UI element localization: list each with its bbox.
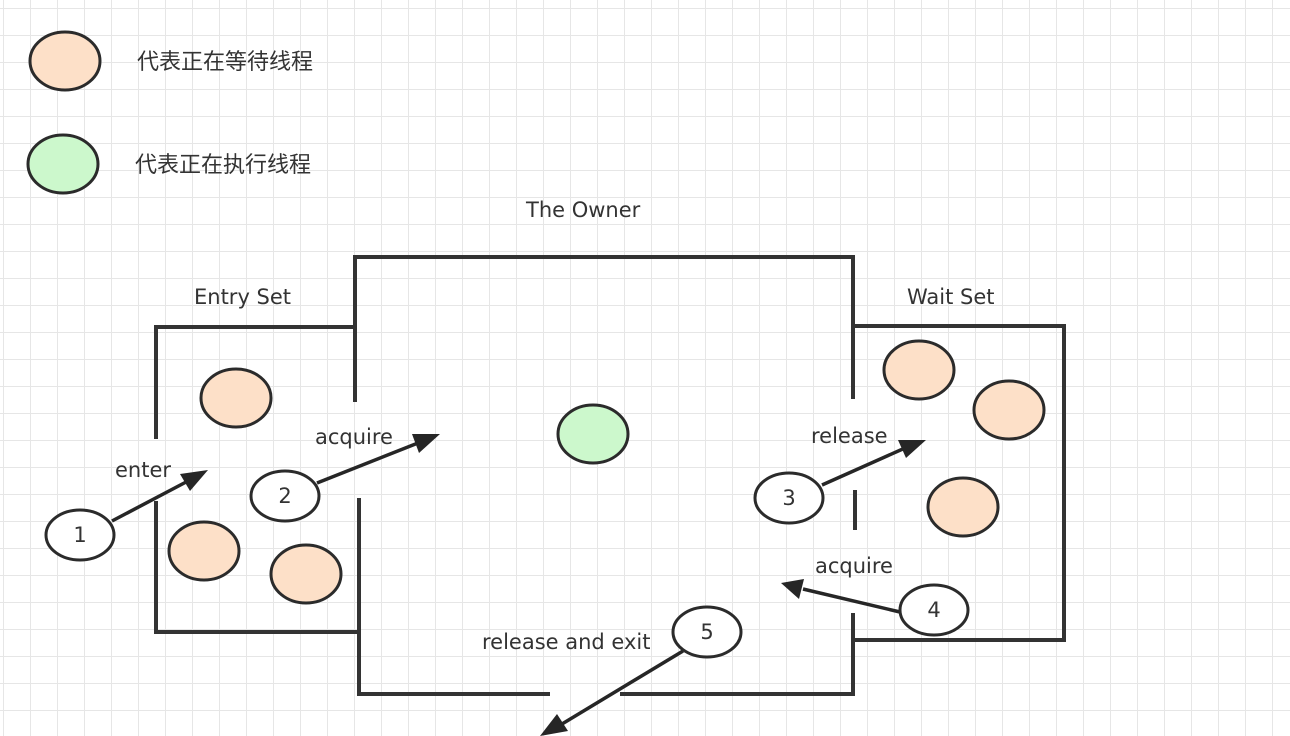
step-5-badge: [671, 605, 743, 659]
exit-arrow: [561, 649, 684, 726]
acquire-wait-label: acquire: [815, 554, 893, 578]
entry-set-box: [154, 325, 358, 634]
enter-label: enter: [115, 458, 171, 482]
acquire-wait-arrowhead-icon: [781, 579, 804, 599]
entry-waiting-thread: [269, 543, 343, 605]
wait-set-label: Wait Set: [907, 285, 995, 309]
step-5-release-and-exit: release and exit 5: [482, 605, 743, 736]
exit-label: release and exit: [482, 630, 650, 654]
step-1-enter: enter 1: [44, 458, 208, 562]
entry-set-top-wall: [154, 325, 356, 439]
legend-waiting-label: 代表正在等待线程: [137, 50, 313, 75]
wait-waiting-thread: [972, 379, 1046, 441]
owner-box: [353, 255, 857, 696]
exit-arrowhead-icon: [540, 714, 568, 736]
step-2-badge: [249, 469, 321, 523]
release-arrowhead-icon: [898, 440, 926, 458]
step-2-acquire: acquire 2: [249, 425, 440, 523]
step-4-number: 4: [927, 598, 940, 622]
legend-waiting-thread-icon: [28, 30, 102, 92]
wait-waiting-thread: [882, 339, 956, 401]
step-1-number: 1: [73, 523, 86, 547]
acquire-entry-arrow: [316, 441, 419, 485]
acquire-wait-arrow: [802, 587, 901, 614]
entry-waiting-thread: [167, 520, 241, 582]
acquire-entry-label: acquire: [315, 425, 393, 449]
step-3-release: release 3: [753, 424, 926, 525]
step-1-badge: [44, 508, 116, 562]
owner-bottom-left-wall: [357, 498, 550, 696]
legend-running-label: 代表正在执行线程: [135, 153, 311, 178]
entry-set-bottom-wall: [154, 501, 358, 634]
entry-set-label: Entry Set: [194, 285, 291, 309]
entry-waiting-thread: [199, 367, 273, 429]
step-4-badge: [898, 583, 970, 637]
release-label: release: [811, 424, 888, 448]
step-5-number: 5: [700, 620, 713, 644]
wait-waiting-thread: [926, 476, 1000, 538]
owner-top-wall: [353, 255, 855, 402]
owner-running-thread: [556, 403, 630, 465]
step-3-number: 3: [782, 486, 795, 510]
legend-running-thread-icon: [26, 133, 100, 195]
step-2-number: 2: [278, 484, 291, 508]
acquire-entry-arrowhead-icon: [412, 434, 440, 453]
release-arrow: [821, 446, 906, 487]
owner-label: The Owner: [525, 198, 641, 222]
step-3-badge: [753, 471, 825, 525]
enter-arrow: [111, 479, 189, 523]
wait-set-box: [851, 324, 1066, 642]
legend: 代表正在等待线程 代表正在执行线程: [26, 30, 313, 195]
enter-arrowhead-icon: [180, 470, 208, 491]
step-4-acquire: acquire 4: [781, 554, 970, 637]
